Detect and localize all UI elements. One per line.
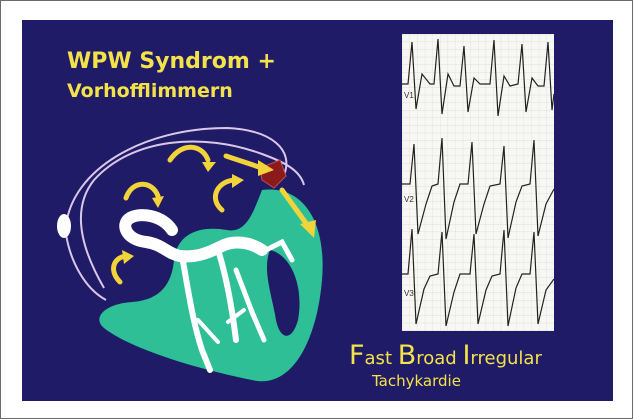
ecg-strip: V1 V2 V3 bbox=[402, 34, 554, 331]
lead-label-v3: V3 bbox=[404, 289, 414, 298]
arrowhead-2 bbox=[152, 196, 164, 208]
slide-panel: WPW Syndrom + Vorhofflimmern bbox=[22, 20, 613, 401]
arrow-5 bbox=[226, 156, 262, 168]
caption-initial-b: B bbox=[398, 340, 417, 371]
lead-label-v1: V1 bbox=[404, 91, 414, 100]
arrow-2 bbox=[126, 184, 158, 198]
sinus-node bbox=[57, 214, 71, 238]
arrowhead-3 bbox=[232, 174, 244, 188]
av-connection bbox=[66, 234, 106, 300]
caption-rest-i: rregular bbox=[470, 348, 541, 369]
caption-subtitle: Tachykardie bbox=[372, 372, 461, 390]
caption-rest-b: road bbox=[416, 348, 462, 369]
caption-fast-broad-irregular: Fast Broad Irregular bbox=[349, 342, 542, 369]
caption-initial-f: F bbox=[349, 340, 365, 371]
arrowhead-1 bbox=[202, 162, 216, 172]
lead-label-v2: V2 bbox=[404, 195, 414, 204]
arrowhead-4 bbox=[122, 250, 134, 264]
arrow-1 bbox=[170, 147, 208, 160]
caption-rest-f: ast bbox=[365, 348, 398, 369]
heart-diagram bbox=[22, 20, 392, 401]
